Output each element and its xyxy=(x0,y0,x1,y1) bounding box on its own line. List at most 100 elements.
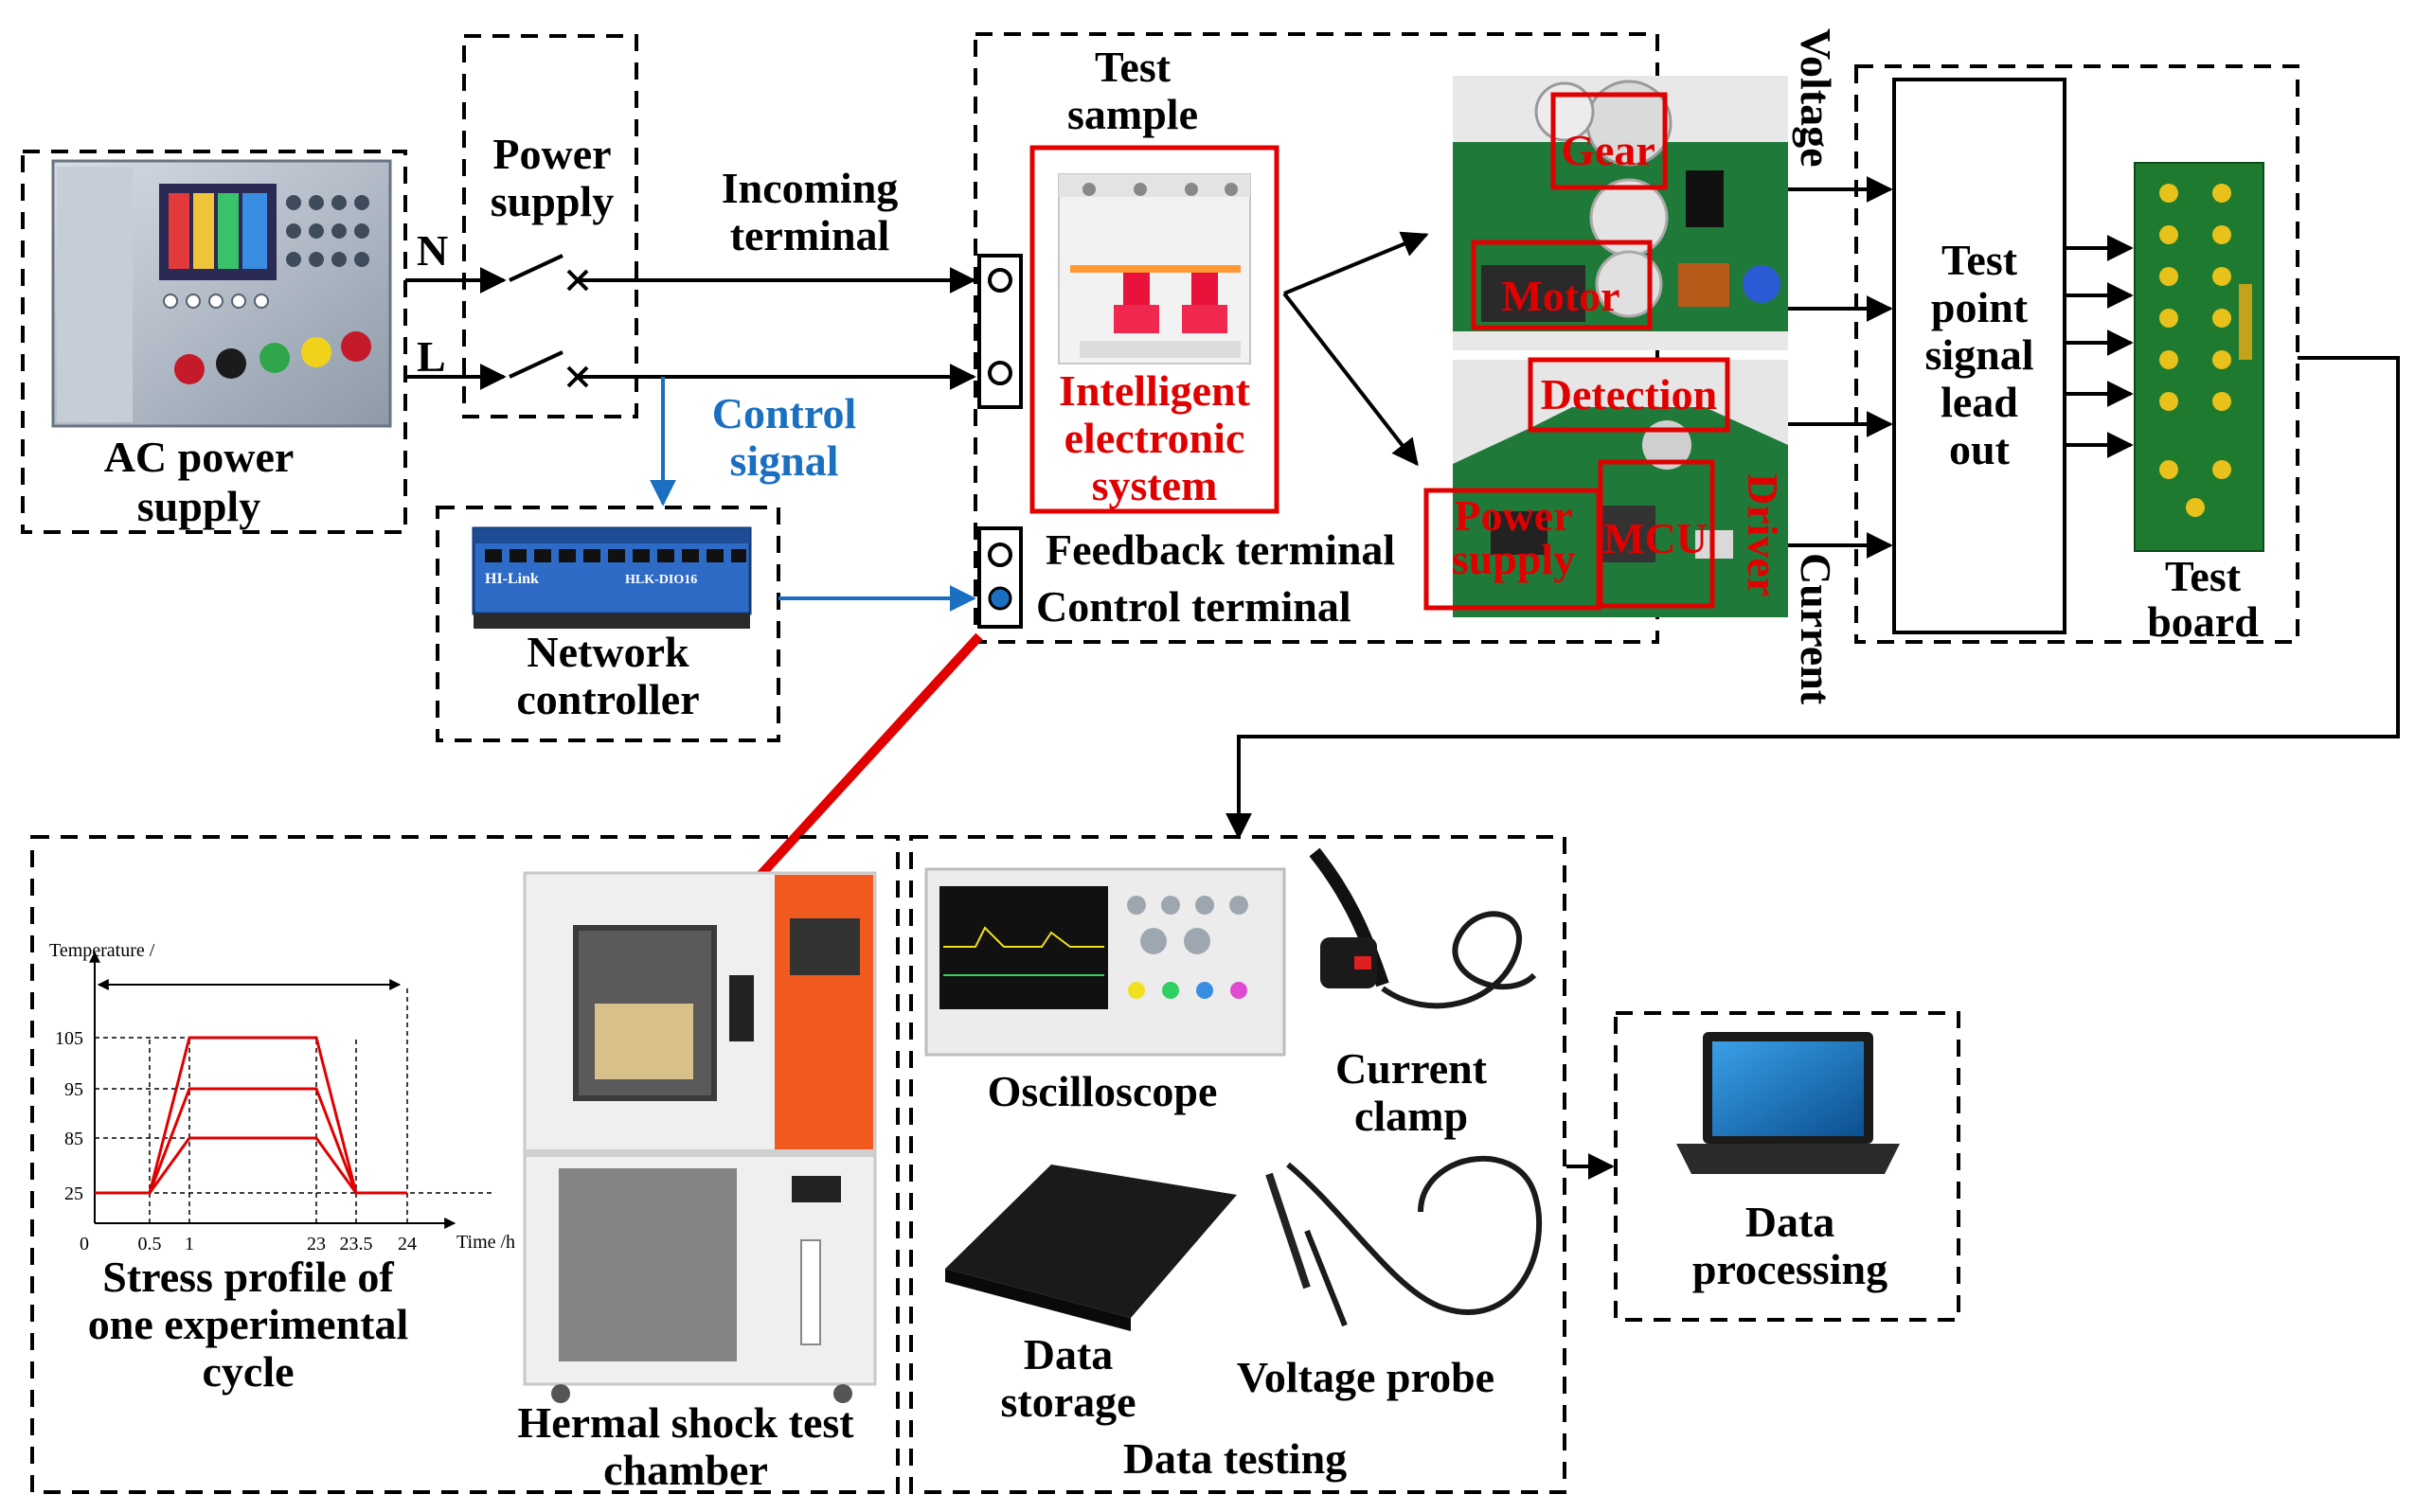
gear-motor-pcb-image xyxy=(1453,76,1788,350)
chart-ylabel: Temperature / xyxy=(49,940,155,961)
network-controller-label-1: Network xyxy=(527,628,689,676)
oscilloscope-image xyxy=(924,867,1286,1057)
pcb-power-supply-label-1: Power xyxy=(1454,491,1572,540)
ac-power-supply-label-2: supply xyxy=(137,482,260,530)
gear-label: Gear xyxy=(1561,126,1655,174)
control-terminal-label: Control terminal xyxy=(1036,582,1351,631)
ac-power-supply-label-1: AC power xyxy=(104,433,295,481)
network-controller-image: HI-Link HLK-DIO16 xyxy=(472,526,752,629)
chart-series-line-1 xyxy=(95,1036,407,1195)
detection-label: Detection xyxy=(1541,370,1717,418)
chart-xtick-23: 23 xyxy=(307,1234,326,1254)
test-point-label-2: point xyxy=(1931,283,2029,331)
intelligent-system-label-3: system xyxy=(1092,461,1218,509)
incoming-terminal-label-2: terminal xyxy=(730,211,890,259)
ac-power-box xyxy=(21,150,407,534)
thermal-shock-chamber-image xyxy=(523,871,877,1403)
chart-xtick-24: 24 xyxy=(398,1234,417,1254)
chamber-label-1: Hermal shock test xyxy=(517,1398,854,1447)
chart-ytick-95: 95 xyxy=(64,1079,83,1100)
control-signal-label-1: Control xyxy=(712,389,857,437)
test-sample-label-2: sample xyxy=(1067,90,1198,138)
gear-frame xyxy=(1550,92,1668,190)
chart-ytick-85: 85 xyxy=(64,1129,83,1149)
driver-label: Driver xyxy=(1739,473,1787,596)
n-terminal-port xyxy=(988,268,1012,293)
l-terminal-port xyxy=(988,361,1012,385)
chart-xtick-0: 0 xyxy=(80,1234,89,1254)
chart-series-line-3 xyxy=(95,1136,407,1195)
stress-profile-label-2: one experimental xyxy=(88,1300,409,1348)
chart-xlabel: Time /h xyxy=(456,1232,515,1253)
chart-xtick-23.5: 23.5 xyxy=(340,1234,373,1254)
current-clamp-image xyxy=(1309,847,1537,1009)
chart-xtick-0.5: 0.5 xyxy=(138,1234,162,1254)
stress-profile-box xyxy=(30,835,900,1494)
power-supply-box xyxy=(462,34,638,418)
voltage-probe-label: Voltage probe xyxy=(1237,1353,1494,1401)
detection-frame xyxy=(1528,357,1730,433)
motor-frame xyxy=(1471,240,1653,330)
test-point-label-5: out xyxy=(1949,425,2011,473)
chart-series-line-2 xyxy=(95,1087,407,1195)
test-board-label-2: board xyxy=(2147,597,2259,646)
stress-profile-label-1: Stress profile of xyxy=(102,1253,394,1301)
test-point-box xyxy=(1854,64,2299,644)
feedback-terminal-port xyxy=(988,543,1012,567)
current-clamp-label-2: clamp xyxy=(1354,1092,1468,1140)
intelligent-system-frame xyxy=(1029,145,1279,514)
intelligent-system-label-2: electronic xyxy=(1064,414,1245,462)
motor-label: Motor xyxy=(1501,272,1619,320)
n-switch-blade xyxy=(509,254,564,282)
stress-profile-chart: Temperature / Time /h 25 85 95 105 0 0.5 1 23 23… xyxy=(49,940,515,1254)
test-point-label-3: signal xyxy=(1924,330,2033,379)
data-testing-label: Data testing xyxy=(1123,1434,1347,1483)
chart-ytick-105: 105 xyxy=(55,1028,83,1049)
arrow-to-control-pcb xyxy=(1282,292,1419,467)
laptop-image xyxy=(1676,1032,1900,1174)
ac-power-supply-image xyxy=(51,159,392,428)
data-storage-label-1: Data xyxy=(1024,1330,1114,1379)
pcb-power-supply-label-2: supply xyxy=(1452,535,1575,583)
chart-ytick-25: 25 xyxy=(64,1183,83,1204)
arrow-to-gear-pcb xyxy=(1283,231,1429,295)
mcu-frame xyxy=(1598,459,1715,609)
network-controller-label-2: controller xyxy=(516,675,699,723)
incoming-terminal-label-1: Incoming xyxy=(722,164,899,212)
test-point-signal-box xyxy=(1892,78,2066,634)
line-label: L xyxy=(417,332,446,381)
stress-profile-label-3: cycle xyxy=(202,1347,294,1396)
voltage-label: Voltage xyxy=(1792,28,1840,168)
chart-xtick-1: 1 xyxy=(185,1234,194,1254)
controller-model-text: HLK-DIO16 xyxy=(625,573,697,587)
test-point-label-1: Test xyxy=(1941,236,2018,284)
data-testing-box xyxy=(909,835,1566,1494)
l-switch-blade xyxy=(509,350,564,379)
data-processing-box xyxy=(1614,1011,1960,1322)
current-label: Current xyxy=(1792,553,1840,705)
intelligent-system-label-1: Intelligent xyxy=(1059,366,1251,415)
test-point-label-4: lead xyxy=(1941,378,2018,426)
test-sample-box xyxy=(974,32,1659,644)
test-board-label-1: Test xyxy=(2165,552,2242,600)
feedback-terminal-label: Feedback terminal xyxy=(1046,525,1395,574)
data-processing-label-2: processing xyxy=(1692,1245,1887,1293)
power-supply-label-1: Power xyxy=(492,130,611,178)
control-terminal-port xyxy=(988,586,1012,611)
controller-brand-text: HI-Link xyxy=(485,571,539,587)
mcu-label: MCU xyxy=(1603,514,1708,562)
data-processing-label-1: Data xyxy=(1745,1198,1835,1246)
chamber-label-2: chamber xyxy=(603,1446,768,1494)
network-controller-box xyxy=(436,506,780,742)
neutral-label: N xyxy=(417,226,448,275)
power-supply-label-2: supply xyxy=(491,177,614,225)
current-clamp-label-1: Current xyxy=(1335,1044,1488,1093)
data-storage-image xyxy=(945,1165,1237,1331)
control-signal-label-2: signal xyxy=(729,436,838,485)
circuit-breaker-image xyxy=(1058,173,1251,365)
data-storage-label-2: storage xyxy=(1000,1378,1136,1426)
test-board-image xyxy=(2134,162,2264,552)
voltage-probe-image xyxy=(1265,1155,1543,1327)
oscilloscope-label: Oscilloscope xyxy=(988,1067,1218,1115)
